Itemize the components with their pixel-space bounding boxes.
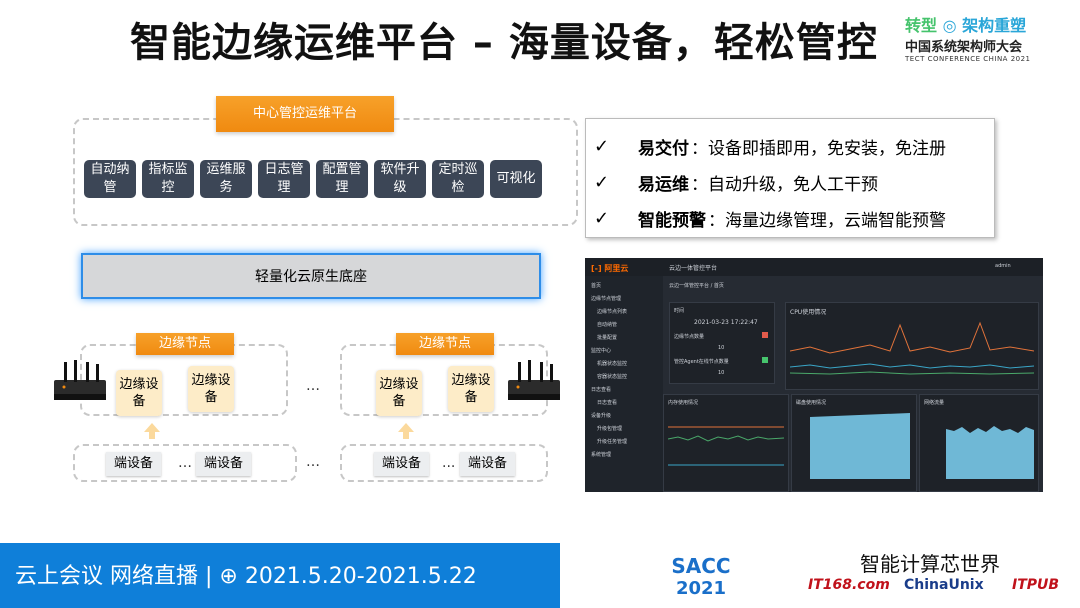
up-arrow-icon [144, 423, 160, 439]
ellipsis-nodes: … [306, 378, 320, 394]
check-icon: ✓ [594, 208, 638, 229]
terminal-device-1b: 端设备 [196, 452, 251, 476]
service-logs: 日志管理 [258, 160, 310, 198]
feature-desc: ：设备即插即用，免安装，免注册 [691, 134, 946, 159]
sponsor-it168: IT168.com [808, 577, 890, 593]
logo-text-b: 架构重塑 [962, 16, 1026, 35]
service-inspection: 定时巡检 [432, 160, 484, 198]
edge-node-label-2: 边缘节点 [396, 333, 494, 355]
sacc-year: 2021 [626, 578, 776, 599]
status-dot-green [762, 357, 768, 363]
cloud-native-base: 轻量化云原生底座 [81, 253, 541, 299]
ellipsis-terminals-1: … [178, 455, 192, 471]
edge-device-1b: 边缘设备 [188, 366, 234, 412]
memory-line-chart [668, 409, 784, 487]
router-icon [50, 360, 112, 404]
mem-title: 内存使用情况 [668, 399, 698, 406]
ellipsis-terminals-2: ... [442, 455, 455, 471]
feature-item-alert: ✓智能预警：海量边缘管理，云端智能预警 [594, 203, 946, 233]
summary-panel: 时间 2021-03-23 17:22:47 边缘节点数量 10 管控Agent… [669, 302, 775, 384]
sidebar-menu-item[interactable]: 批量配置 [597, 334, 617, 341]
sidebar-menu-item[interactable]: 边缘节点管理 [591, 295, 621, 302]
router-icon [504, 360, 566, 404]
terminal-device-2b: 端设备 [460, 452, 515, 476]
cpu-chart-panel: CPU使用情况 [785, 302, 1039, 390]
service-metrics: 指标监控 [142, 160, 194, 198]
disk-chart-panel: 磁盘使用情况 [791, 394, 917, 492]
sidebar-menu-item[interactable]: 监控中心 [591, 347, 611, 354]
feature-item-delivery: ✓易交付：设备即插即用，免安装，免注册 [594, 131, 946, 161]
check-icon: ✓ [594, 172, 638, 193]
feature-desc: ：自动升级，免人工干预 [691, 170, 878, 195]
footer-event-info: 云上会议 网络直播 | ⊕ 2021.5.20-2021.5.22 [15, 558, 477, 590]
center-platform-label: 中心管控运维平台 [216, 96, 394, 132]
sponsor-itpub: ITPUB [1012, 577, 1059, 593]
logo-text-a: 转型 [905, 16, 937, 35]
logo-text-en: TECT CONFERENCE CHINA 2021 [905, 55, 1075, 63]
user-name[interactable]: admin [995, 263, 1011, 269]
edge-device-2a: 边缘设备 [376, 370, 422, 416]
time-value: 2021-03-23 17:22:47 [694, 319, 758, 326]
service-auto-onboard: 自动纳管 [84, 160, 136, 198]
conference-logo: 转型 ◎ 架构重塑 中国系统架构师大会 TECT CONFERENCE CHIN… [905, 12, 1075, 62]
edge-count: 10 [718, 345, 724, 351]
edge-device-1a: 边缘设备 [116, 370, 162, 416]
check-icon: ✓ [594, 136, 638, 157]
cpu-line-chart [790, 317, 1034, 385]
time-label: 时间 [674, 307, 684, 314]
dashboard-topbar [585, 258, 1043, 276]
feature-desc: ：海量边缘管理，云端智能预警 [708, 206, 946, 231]
feature-item-ops: ✓易运维：自动升级，免人工干预 [594, 167, 878, 197]
memory-chart-panel: 内存使用情况 [663, 394, 789, 492]
terminal-device-1a: 端设备 [106, 452, 161, 476]
sidebar-menu-item[interactable]: 系统管理 [591, 451, 611, 458]
terminal-device-2a: 端设备 [374, 452, 429, 476]
service-visualization: 可视化 [490, 160, 542, 198]
feature-title: 易交付 [638, 134, 689, 159]
network-chart-panel: 网络流量 [919, 394, 1039, 492]
service-upgrade: 软件升级 [374, 160, 426, 198]
sidebar-menu-item[interactable]: 日志查看 [597, 399, 617, 406]
footer-banner: 云上会议 网络直播 | ⊕ 2021.5.20-2021.5.22 智能计算芯世… [0, 543, 1080, 608]
up-arrow-icon [398, 423, 414, 439]
disk-title: 磁盘使用情况 [796, 399, 826, 406]
wechat-account: 智能计算芯世界 [860, 548, 1000, 577]
edge-count-label: 边缘节点数量 [674, 333, 704, 340]
network-area-chart [946, 409, 1034, 479]
service-config: 配置管理 [316, 160, 368, 198]
net-title: 网络流量 [924, 399, 944, 406]
sidebar-menu-item[interactable]: 机器状态监控 [597, 360, 627, 367]
sponsor-chinaunix: ChinaUnix [904, 577, 984, 593]
agent-label: 管控Agent在线节点数量 [674, 358, 729, 365]
feature-title: 智能预警 [638, 206, 706, 231]
sidebar-menu-item[interactable]: 容器状态监控 [597, 373, 627, 380]
app-title: 云边一体管控平台 [669, 263, 717, 272]
service-ops: 运维服务 [200, 160, 252, 198]
dashboard-screenshot: [-] 阿里云 云边一体管控平台 admin 云边一体管控平台 / 首页 首页边… [585, 258, 1043, 492]
agent-count: 10 [718, 370, 724, 376]
status-dot-red [762, 332, 768, 338]
sidebar-menu-item[interactable]: 自动纳管 [597, 321, 617, 328]
breadcrumb: 云边一体管控平台 / 首页 [669, 282, 724, 289]
ellipsis-terminals-mid: … [306, 454, 320, 470]
sidebar-menu-item[interactable]: 日志查看 [591, 386, 611, 393]
cpu-title: CPU使用情况 [790, 307, 826, 316]
sidebar-menu-item[interactable]: 边缘节点列表 [597, 308, 627, 315]
logo-text-cn: 中国系统架构师大会 [905, 36, 1075, 55]
sidebar-menu-item[interactable]: 首页 [591, 282, 601, 289]
page-title: 智能边缘运维平台 – 海量设备，轻松管控 [130, 10, 960, 68]
sacc-text: SACC [626, 554, 776, 578]
edge-node-label-1: 边缘节点 [136, 333, 234, 355]
sacc-logo: SACC 2021 [626, 550, 776, 604]
sidebar-menu-item[interactable]: 升级包管理 [597, 425, 622, 432]
features-box: ✓易交付：设备即插即用，免安装，免注册 ✓易运维：自动升级，免人工干预 ✓智能预… [585, 118, 995, 238]
edge-device-2b: 边缘设备 [448, 366, 494, 412]
disk-area-chart [810, 409, 910, 479]
sidebar-menu-item[interactable]: 升级任务管理 [597, 438, 627, 445]
brand-logo: [-] 阿里云 [591, 263, 628, 274]
feature-title: 易运维 [638, 170, 689, 195]
sidebar-menu-item[interactable]: 设备升级 [591, 412, 611, 419]
